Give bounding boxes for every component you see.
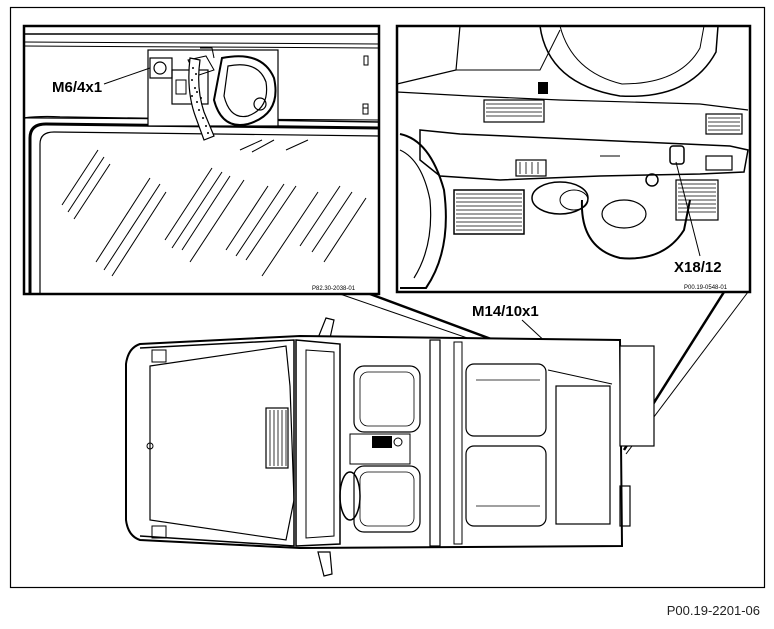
right-inset-ref: P00.19-0548-01 [684, 285, 728, 291]
cable [188, 57, 215, 141]
right-inset: X18/12 P00.19-0548-01 [395, 24, 752, 294]
label-door-lock-motor: M14/10x1 [472, 303, 539, 320]
label-trailer-socket: X18/12 [674, 259, 722, 276]
left-inset-ref: P82.30-2038-01 [312, 286, 356, 292]
label-fuel-filler-motor: M6/4x1 [52, 79, 102, 96]
outer-frame [9, 6, 766, 589]
figure-caption: P00.19-2201-06 [666, 603, 760, 618]
fuel-filler-mechanism [147, 47, 279, 127]
left-inset: M6/4x1 P82.30-2038-01 [22, 24, 381, 296]
vehicle-top-view [125, 317, 655, 577]
